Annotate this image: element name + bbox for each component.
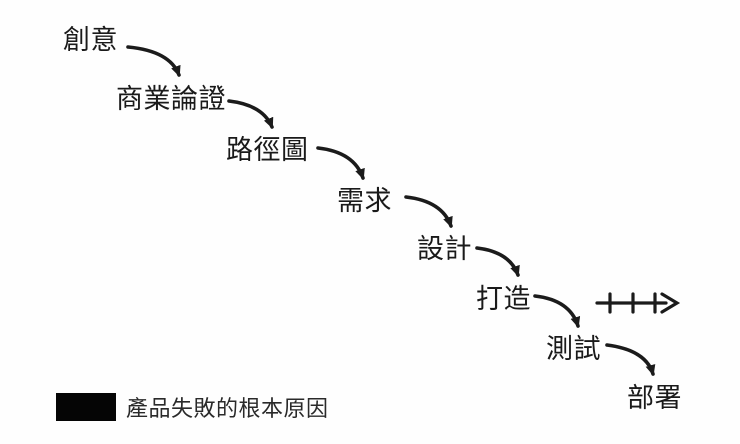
step-deploy: 部署 <box>627 383 682 413</box>
step-design: 設計 <box>417 234 472 264</box>
step-test: 測試 <box>546 334 601 364</box>
arrow-design-to-build-icon <box>475 246 520 277</box>
arrow-test-to-deploy-icon <box>605 343 656 376</box>
step-requirements: 需求 <box>337 186 392 216</box>
arrow-roadmap-to-requirements-icon <box>316 146 365 180</box>
step-roadmap: 路徑圖 <box>226 135 309 165</box>
step-idea: 創意 <box>63 25 118 55</box>
legend-swatch <box>56 393 116 421</box>
arrow-idea-to-business-case-icon <box>126 45 181 77</box>
arrow-requirements-to-design-icon <box>404 195 453 228</box>
step-build: 打造 <box>476 284 531 314</box>
arrow-build-to-test-icon <box>533 294 581 328</box>
step-business-case: 商業論證 <box>116 84 226 114</box>
legend: 產品失敗的根本原因 <box>56 391 329 423</box>
arrow-business-case-to-roadmap-icon <box>227 99 274 129</box>
tick-marked-arrow-icon <box>595 292 681 314</box>
legend-caption: 產品失敗的根本原因 <box>126 396 329 421</box>
